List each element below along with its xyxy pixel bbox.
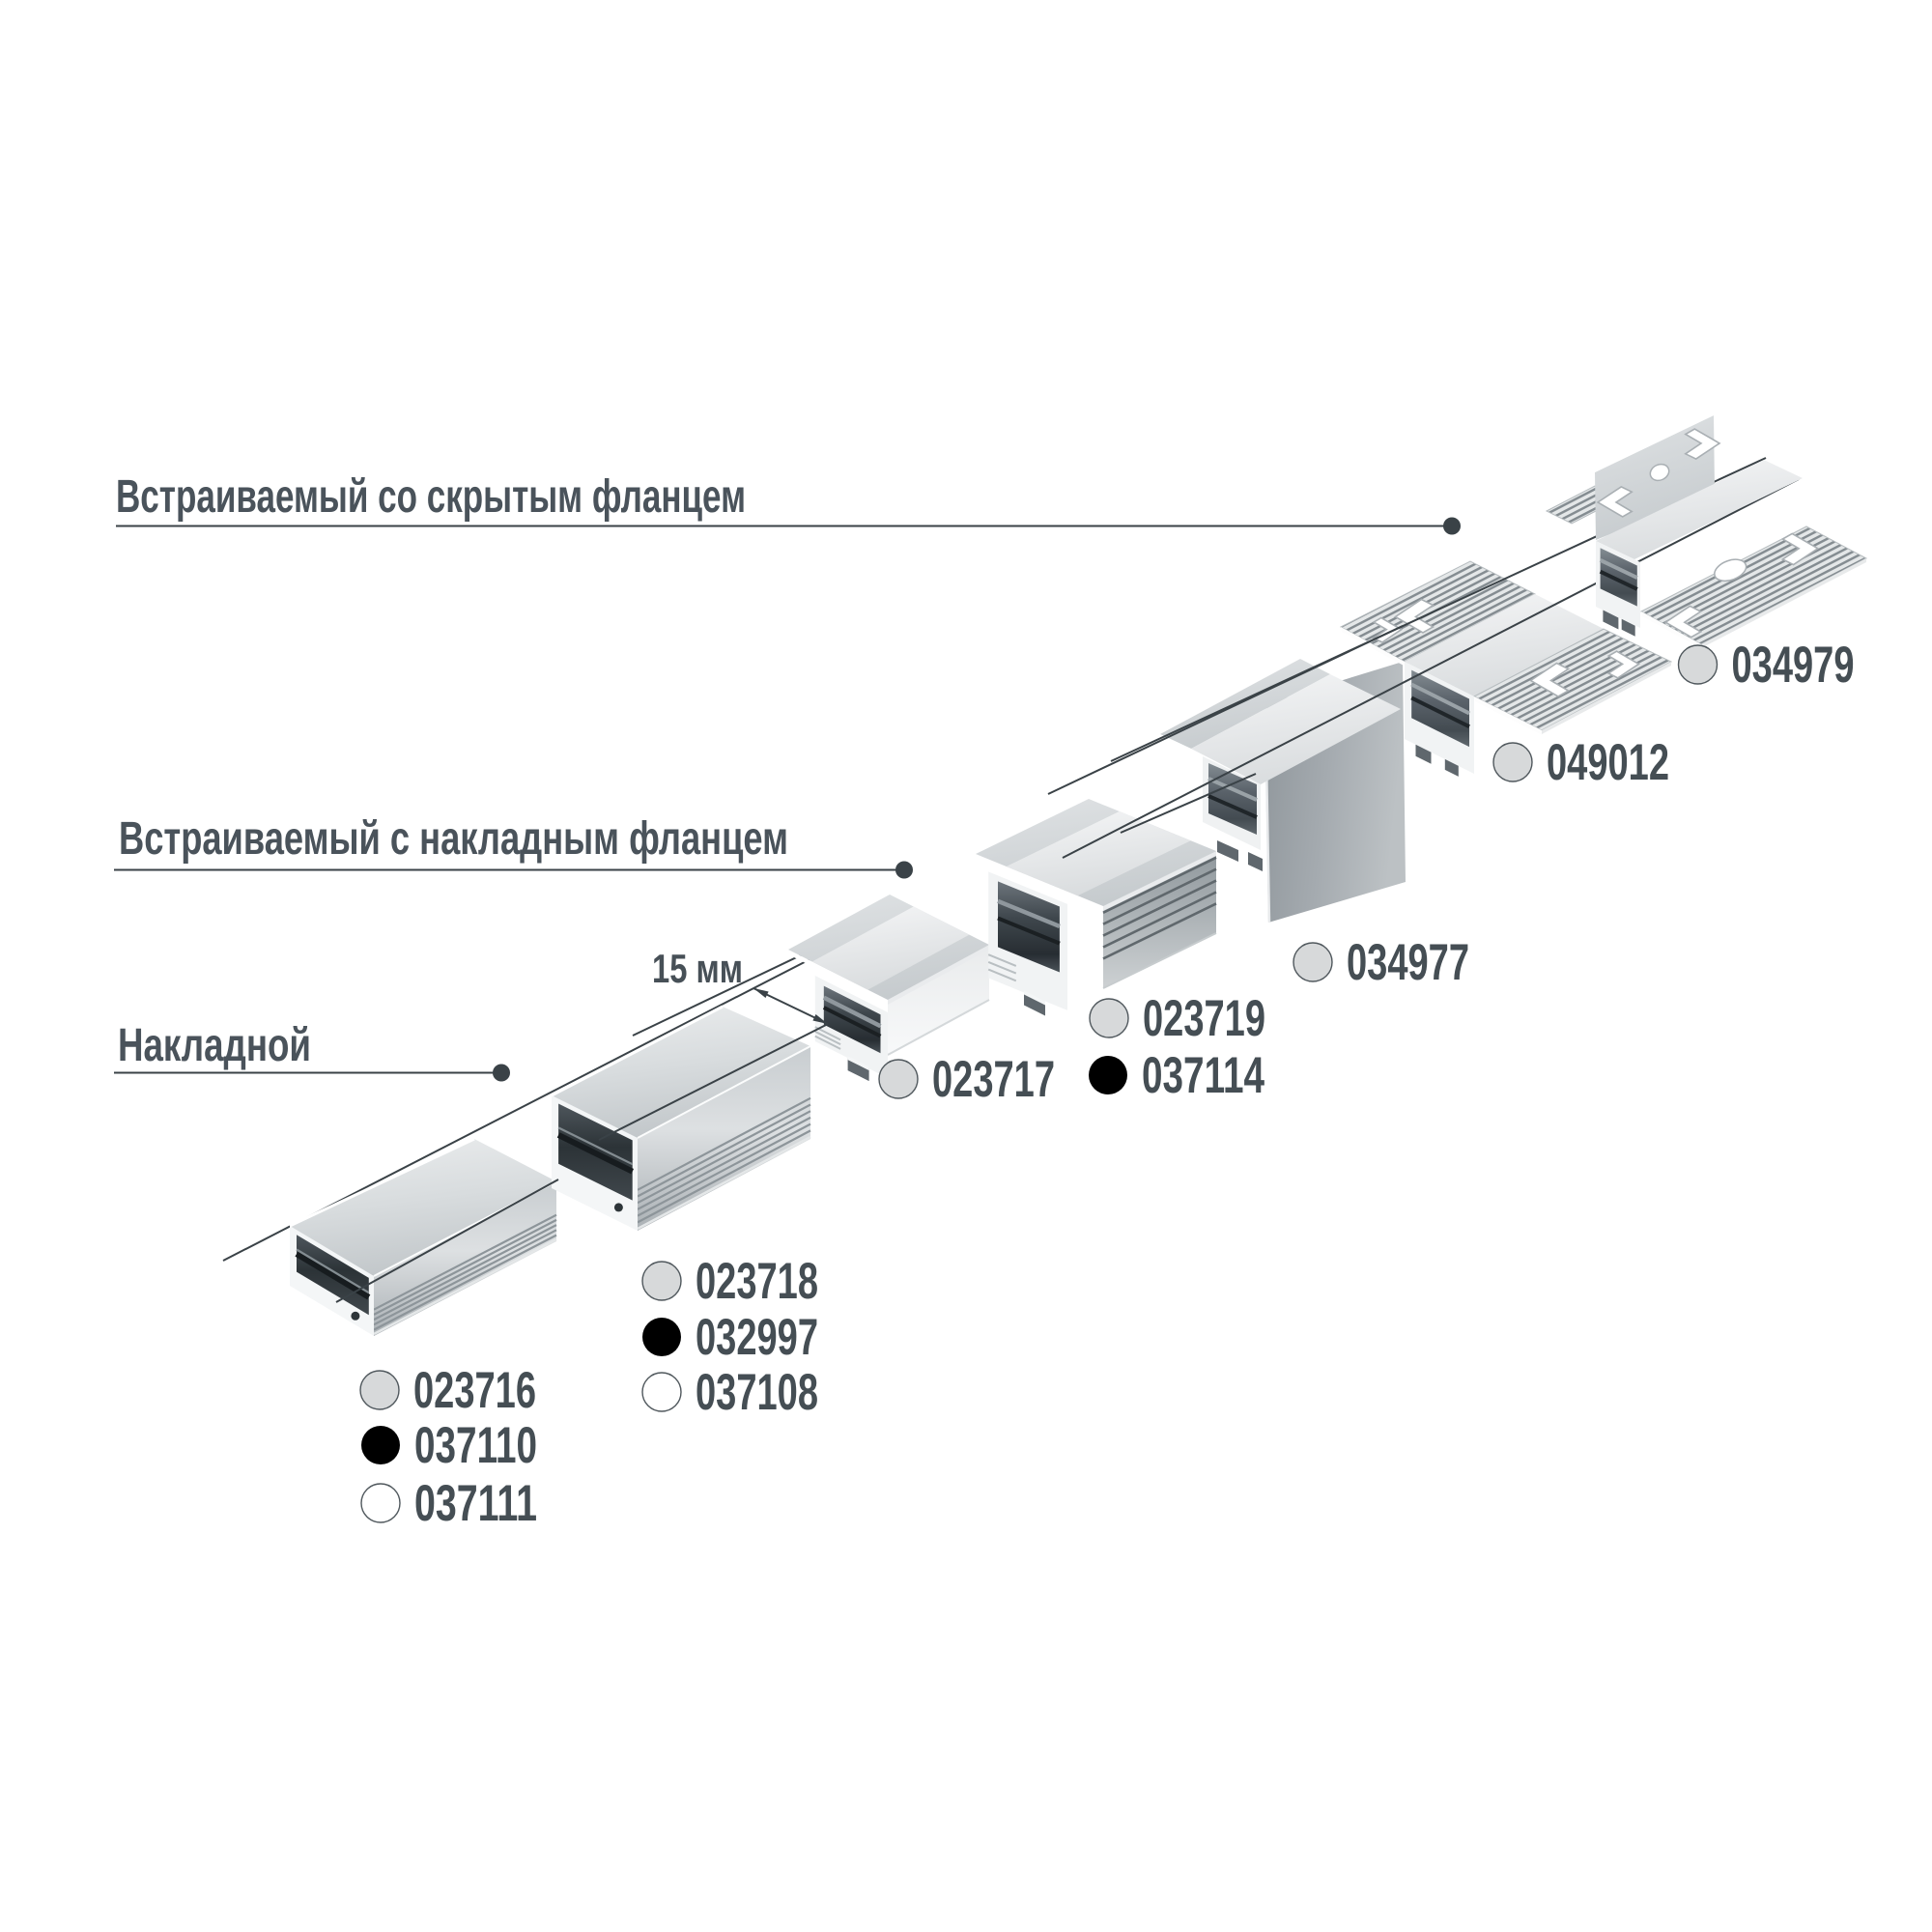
svg-text:023717: 023717 [932, 1051, 1055, 1108]
svg-text:037114: 037114 [1142, 1047, 1264, 1104]
svg-text:034977: 034977 [1347, 934, 1469, 991]
svg-text:049012: 049012 [1547, 734, 1669, 791]
svg-text:037108: 037108 [696, 1364, 818, 1421]
svg-text:Встраиваемый с накладным фланц: Встраиваемый с накладным фланцем [119, 813, 788, 865]
svg-text:Встраиваемый со скрытым фланце: Встраиваемый со скрытым фланцем [116, 471, 746, 523]
svg-text:023718: 023718 [696, 1253, 818, 1310]
svg-text:023716: 023716 [413, 1362, 536, 1419]
svg-text:023719: 023719 [1143, 990, 1265, 1047]
svg-text:032997: 032997 [696, 1309, 818, 1366]
svg-text:034979: 034979 [1732, 637, 1855, 694]
svg-text:037110: 037110 [414, 1417, 537, 1474]
svg-text:15 мм: 15 мм [652, 946, 743, 991]
svg-text:037111: 037111 [414, 1475, 537, 1532]
svg-text:Накладной: Накладной [118, 1020, 311, 1071]
